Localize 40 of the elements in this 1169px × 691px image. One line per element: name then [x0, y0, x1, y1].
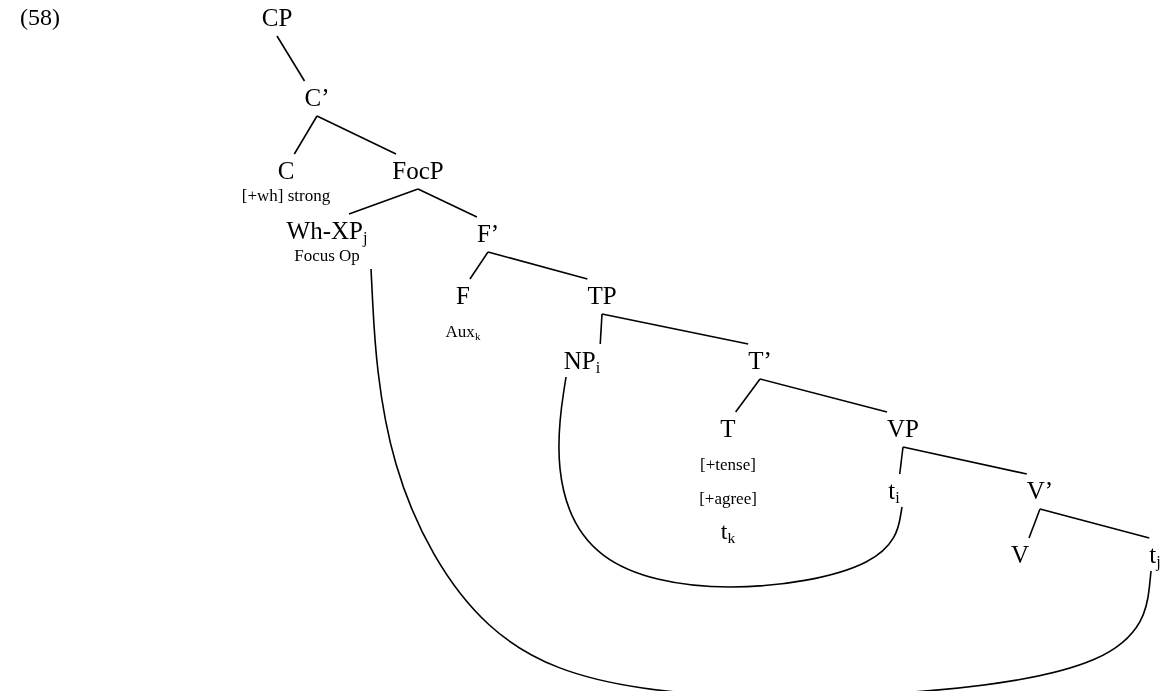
- movement-line: [370, 268, 1152, 691]
- tree-label: V’: [1026, 477, 1054, 505]
- tree-label: t$_{j}$: [1149, 541, 1161, 569]
- tree-label: F’: [476, 220, 500, 248]
- tree-branch: [276, 35, 306, 82]
- tree-label: T’: [748, 347, 772, 375]
- tree-branch: [417, 188, 478, 218]
- tree-label: CP: [261, 4, 293, 32]
- feature-label: Focus Op: [294, 245, 360, 267]
- feature-label: [+tense]: [700, 454, 756, 476]
- tree-branch: [1039, 508, 1151, 539]
- tree-label: C’: [304, 84, 330, 112]
- tree-branch: [469, 251, 489, 280]
- feature-label: Aux$_{k}$: [445, 321, 481, 343]
- tree-label: VP: [887, 415, 919, 443]
- feature-label: t$_{k}$: [720, 518, 736, 544]
- tree-label: Wh-XP$_{j}$: [286, 217, 368, 245]
- tree-branch: [898, 446, 904, 475]
- tree-branch: [601, 313, 749, 345]
- tree-label: t$_{i}$: [888, 477, 900, 505]
- tree-branch: [734, 378, 761, 413]
- tree-branch: [759, 378, 888, 413]
- tree-branch: [293, 115, 318, 155]
- tree-label: C: [277, 157, 295, 185]
- tree-branch: [348, 188, 419, 215]
- tree-label: V: [1010, 541, 1030, 569]
- tree-label: FocP: [392, 157, 444, 185]
- example-number: (58): [20, 4, 60, 31]
- tree-branch: [316, 115, 397, 155]
- feature-label: [+agree]: [699, 488, 757, 510]
- tree-branch: [599, 313, 603, 345]
- tree-branch: [902, 446, 1028, 475]
- tree-branch: [1028, 508, 1041, 539]
- tree-branch: [487, 251, 589, 280]
- feature-label: [+wh] strong: [241, 185, 331, 207]
- tree-label: NP$_{i}$: [563, 347, 601, 375]
- tree-label: T: [720, 415, 736, 443]
- tree-label: F: [456, 282, 470, 310]
- tree-label: TP: [587, 282, 617, 310]
- movement-line: [558, 376, 903, 588]
